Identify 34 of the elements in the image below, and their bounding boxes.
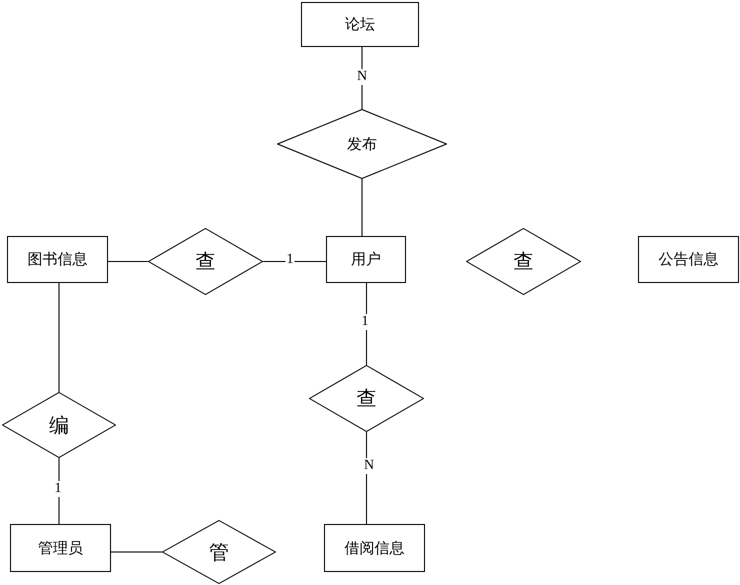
connector-line	[366, 282, 367, 366]
relationship-name: 发布	[347, 136, 377, 154]
relationship-name: 查	[514, 250, 534, 275]
connector-line	[58, 458, 60, 524]
entity-box	[324, 524, 425, 572]
entity-box	[7, 236, 108, 283]
relationship-name: 查	[196, 250, 216, 275]
relationship-diamond	[2, 392, 116, 458]
relationship-diamond	[277, 109, 447, 179]
entity-box	[638, 236, 739, 283]
relationship-diamond	[309, 365, 424, 432]
connector-line	[366, 432, 367, 524]
cardinality-label: N	[356, 69, 368, 85]
relationship-name: 编	[49, 414, 69, 438]
connector-line	[262, 261, 326, 262]
connector-line	[108, 261, 148, 262]
entity-box	[326, 236, 406, 283]
entity-name: 公告信息	[658, 250, 718, 269]
cardinality-label: N	[362, 458, 376, 474]
relationship-diamond	[162, 520, 276, 584]
relationship-name: 管	[209, 540, 229, 566]
relationship-name: 查	[356, 387, 376, 412]
entity-name: 借阅信息	[344, 540, 404, 558]
cardinality-label: 1	[360, 314, 370, 330]
entity-name: 论坛	[345, 16, 375, 34]
entity-name: 管理员	[38, 540, 83, 558]
entity-name: 图书信息	[28, 250, 88, 269]
relationship-diamond	[466, 228, 581, 295]
relationship-diamond	[148, 228, 263, 295]
entity-box	[10, 524, 111, 572]
entity-box	[301, 2, 419, 47]
entity-name: 用户	[351, 250, 381, 269]
connector-line	[58, 282, 60, 392]
cardinality-label: 1	[54, 481, 62, 497]
